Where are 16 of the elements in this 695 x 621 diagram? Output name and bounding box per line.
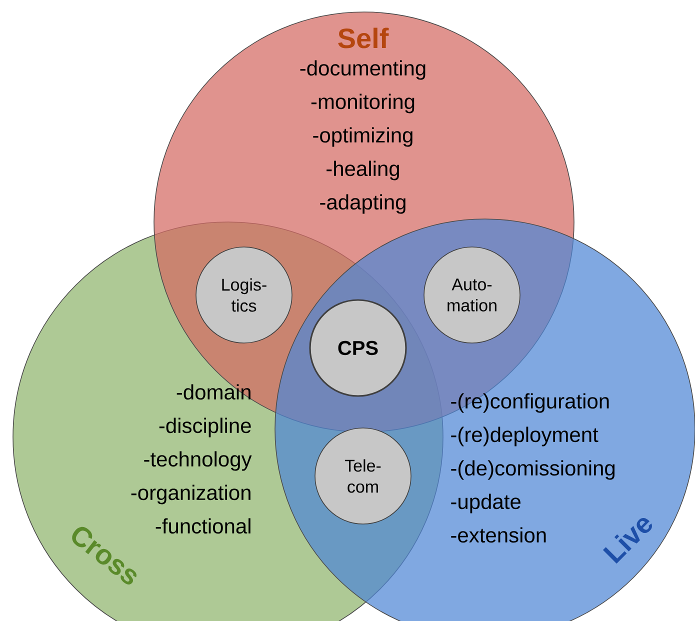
list-item: -technology bbox=[144, 451, 252, 471]
list-item: -(re)deployment bbox=[451, 426, 598, 446]
list-item: -monitoring bbox=[311, 94, 414, 114]
list-item: -discipline bbox=[159, 418, 251, 438]
list-item: -(re)configuration bbox=[451, 393, 609, 413]
list-item: -update bbox=[451, 494, 520, 514]
list-item: -(de)comissioning bbox=[451, 460, 615, 480]
list-item: -adapting bbox=[320, 194, 406, 214]
list-item: -functional bbox=[156, 518, 250, 534]
list-item: -extension bbox=[451, 527, 546, 543]
list-item: -healing bbox=[326, 160, 399, 180]
list-item: -optimizing bbox=[313, 127, 412, 147]
list-item: -documenting bbox=[300, 60, 426, 80]
circle-heading: Self bbox=[338, 28, 389, 48]
list-item: -organization bbox=[131, 484, 250, 504]
circle-heading: Live bbox=[602, 518, 652, 564]
